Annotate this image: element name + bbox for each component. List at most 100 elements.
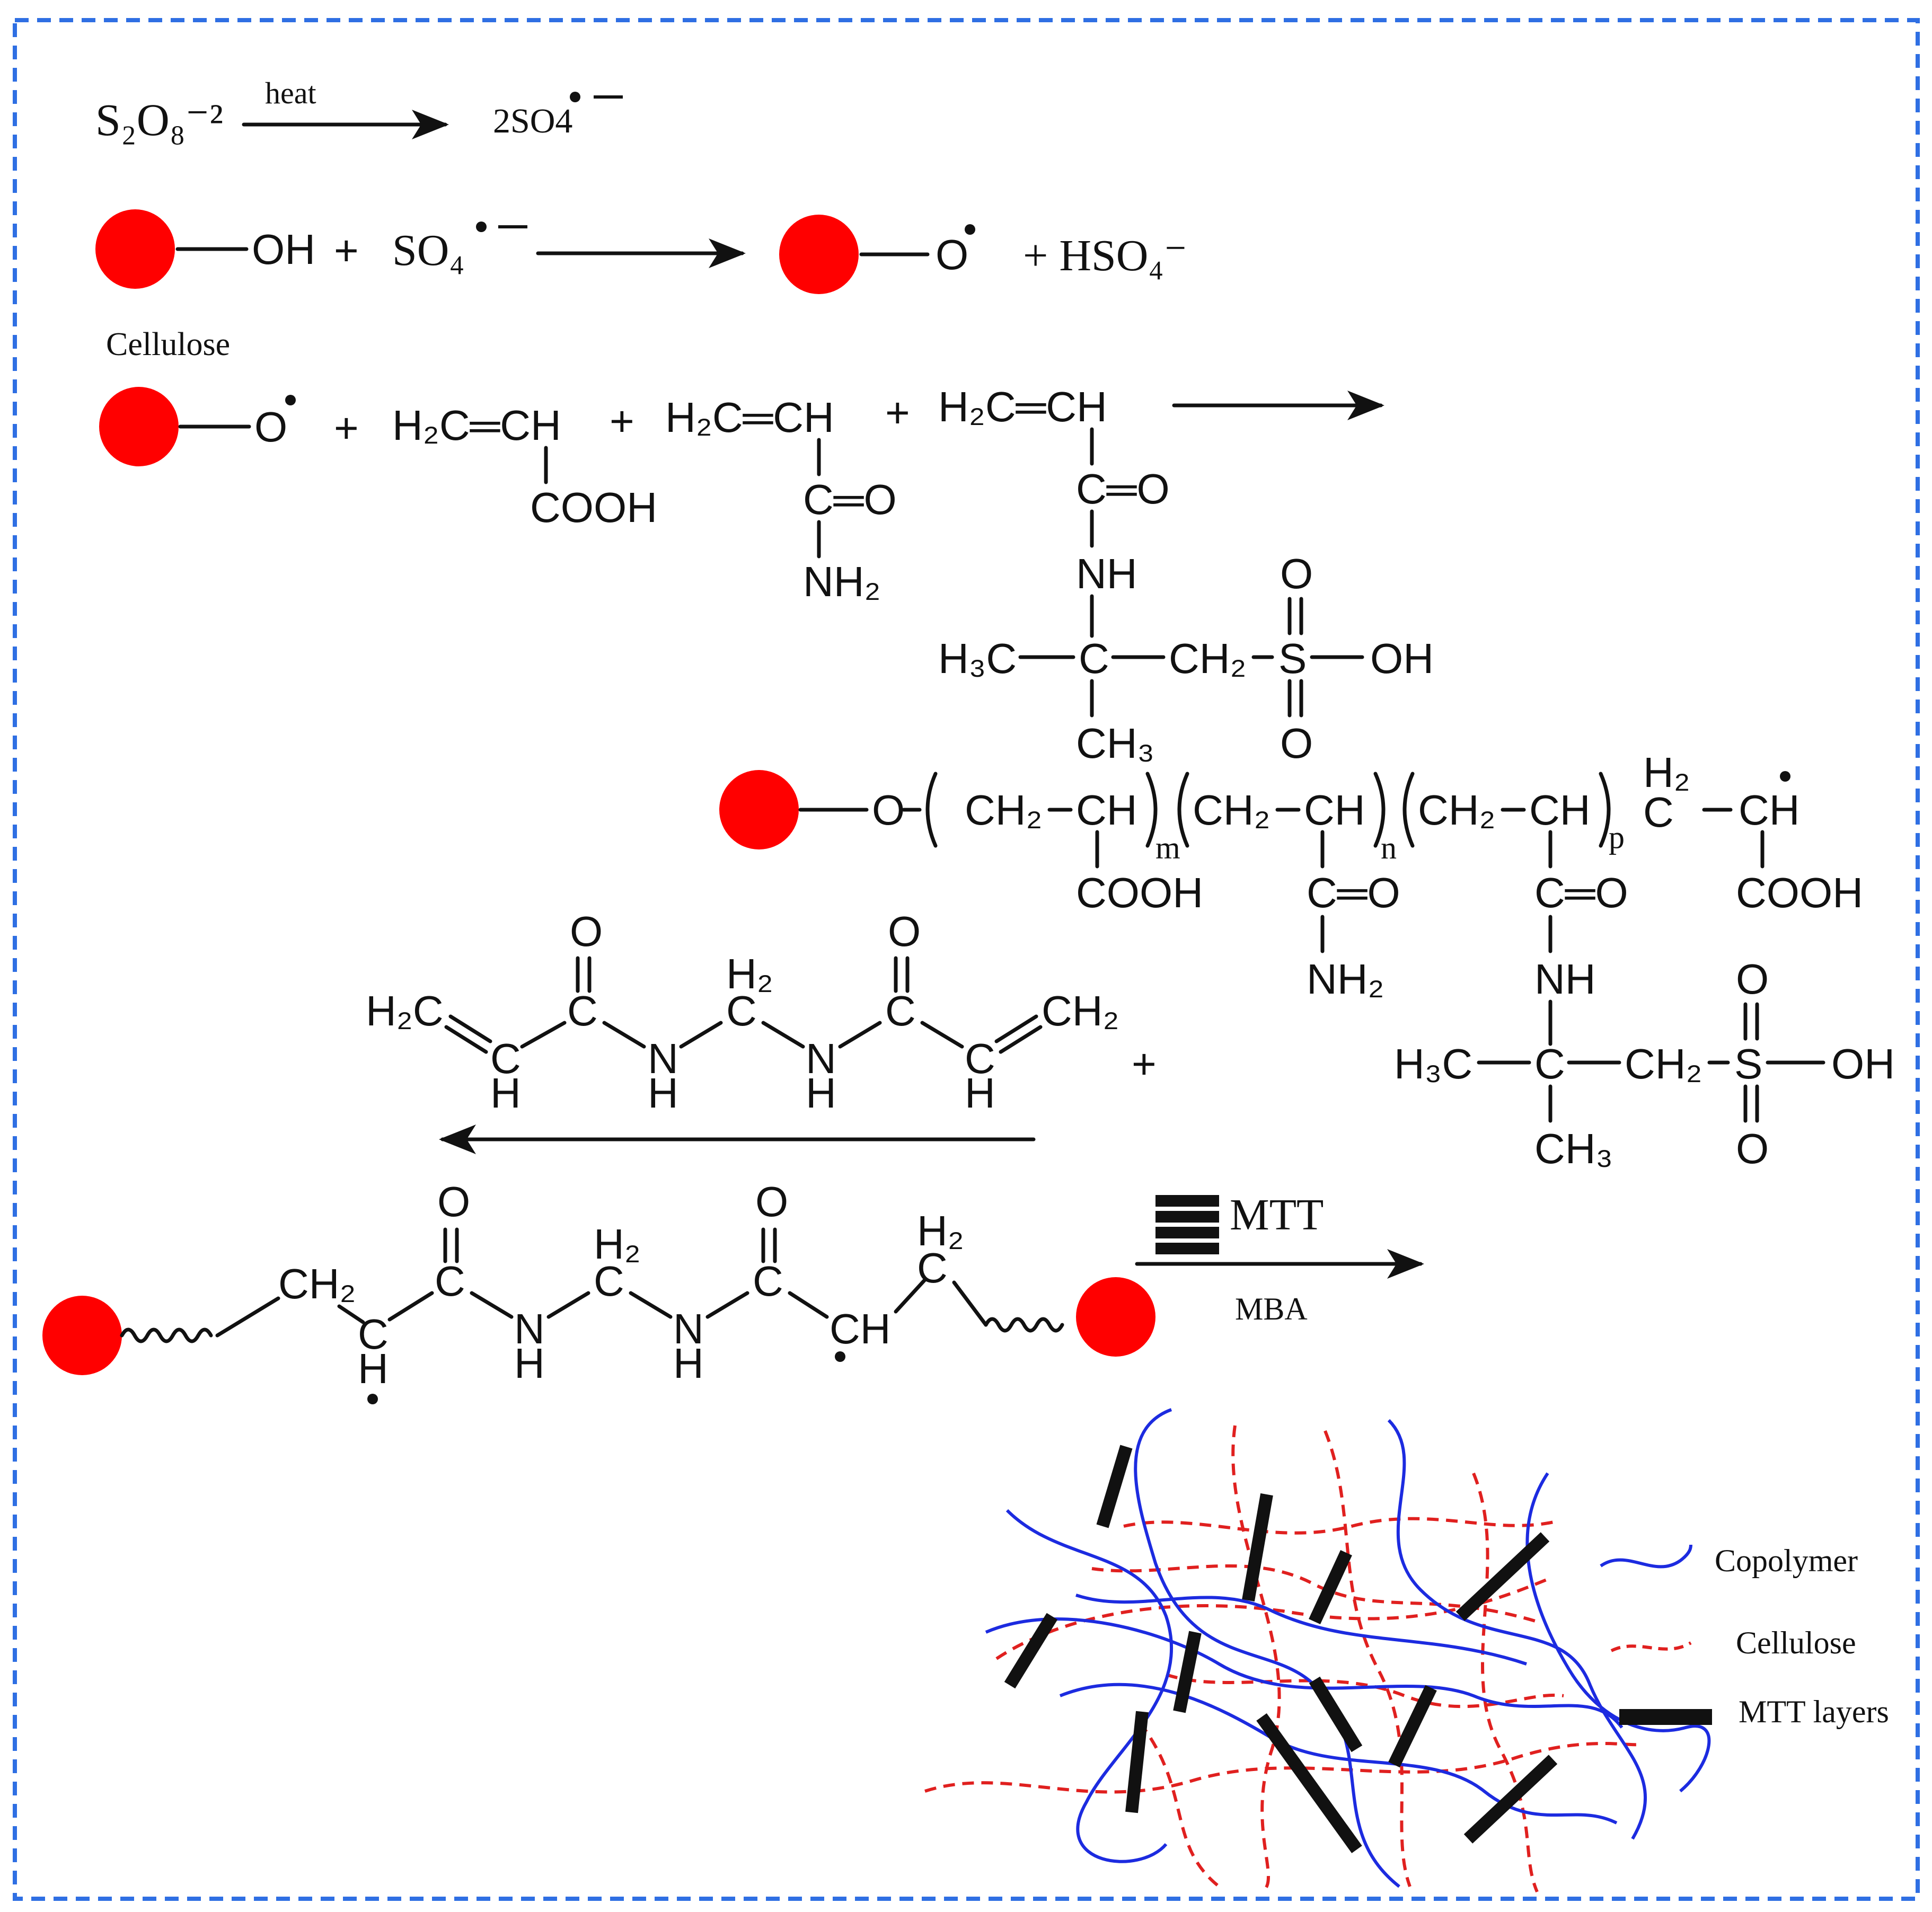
plus-sign: +	[885, 389, 910, 436]
mba-vinyl-left: H₂C	[366, 987, 444, 1034]
amps-oxygen-top: O	[1736, 955, 1769, 1003]
mtt-stack-icon	[1155, 1243, 1219, 1254]
bond	[788, 1291, 829, 1319]
ether-oxygen: O	[872, 786, 905, 834]
cellulose-ball	[1076, 1277, 1155, 1357]
cellulose-ball	[719, 770, 799, 849]
mtt-layer	[1388, 1685, 1437, 1768]
copolymer-chains	[985, 1408, 1711, 1888]
step4-grafted-copolymer: O CH₂ CH m COOH CH₂ CH n C═O NH₂ CH₂ CH …	[719, 749, 1895, 1172]
bond	[994, 1014, 1038, 1043]
amps-methyl-bottom: CH₃	[1076, 720, 1154, 767]
mtt-label: MTT	[1230, 1190, 1324, 1240]
mba-h: H	[965, 1069, 995, 1117]
crosslink-h-left: H	[358, 1345, 389, 1392]
crosslink-methylene-carbon: C	[594, 1258, 624, 1305]
radical-dot	[285, 395, 296, 405]
step3-monomers: O + H₂C═CH COOH + H₂C═CH C═O NH₂ + H₂C═C…	[99, 383, 1434, 767]
bond	[546, 1291, 590, 1319]
bracket-right-m	[1145, 772, 1158, 848]
cellulose-ball	[99, 387, 179, 466]
terminal-h2: H₂	[1643, 749, 1690, 796]
subscript-n: n	[1381, 830, 1397, 865]
cellulose-ball	[95, 209, 175, 289]
persulfate-formula: S₂O₈⁻²	[95, 94, 223, 145]
acrylamide-carbonyl: C═O	[803, 476, 897, 523]
cellulose-chains	[924, 1425, 1644, 1893]
mba-methylene-h2: H₂	[726, 950, 773, 997]
bond	[520, 1021, 567, 1049]
bond	[952, 1280, 988, 1327]
mtt-layers	[1004, 1445, 1558, 1854]
crosslink-carbon-right: C	[917, 1244, 948, 1291]
bond	[602, 1021, 646, 1049]
acrylamide-amine: NH₂	[1307, 955, 1384, 1003]
mba-h: H	[490, 1069, 521, 1117]
chain-methylene-n: CH₂	[1193, 786, 1271, 834]
mtt-layer	[1242, 1493, 1273, 1602]
acrylic-acid-cooh: COOH	[530, 484, 657, 531]
wavy-bond	[984, 1317, 1064, 1333]
terminal-carbon: C	[1643, 789, 1674, 836]
legend-swatch-mtt	[1619, 1709, 1712, 1725]
chain-methine-m: CH	[1076, 786, 1137, 834]
step2-initiation: OH + SO₄ O + HSO₄⁻ Cellulose	[95, 209, 1187, 362]
bond	[444, 1025, 488, 1054]
crosslink-carbon-left: C	[358, 1311, 389, 1358]
amps-carbonyl: C═O	[1076, 465, 1170, 512]
bond	[629, 1291, 673, 1319]
mba-methylene-carbon: C	[726, 987, 757, 1034]
bracket-left-m	[925, 772, 938, 848]
hydroxyl-label: OH	[252, 226, 315, 273]
crosslink-methylene-h2: H₂	[594, 1220, 641, 1268]
amps-carbonyl: C═O	[1534, 869, 1628, 916]
crosslink-nitrogen-left: N	[514, 1305, 545, 1352]
crosslink-nh-right: H	[673, 1340, 704, 1387]
legend-swatch-cellulose	[1610, 1641, 1692, 1652]
amps-hydroxyl: OH	[1370, 635, 1434, 682]
amps-methylene: CH₂	[1169, 635, 1247, 682]
mtt-layer	[1309, 1676, 1363, 1752]
mtt-layer	[1455, 1532, 1550, 1621]
plus-sign: +	[334, 404, 359, 452]
mba-nitrogen-left: N	[648, 1035, 678, 1082]
radical-dot	[367, 1394, 378, 1404]
radical-dot	[570, 92, 580, 102]
acrylamide-carbonyl: C═O	[1307, 869, 1400, 916]
radical-dot	[1780, 771, 1790, 782]
hydrogel-network	[924, 1408, 1711, 1893]
crosslink-oxygen-left: O	[437, 1178, 470, 1225]
bracket-right-p	[1599, 772, 1611, 848]
bond	[337, 1304, 365, 1324]
acrylamide-amine: NH₂	[803, 558, 881, 605]
mtt-stack-icon	[1155, 1211, 1219, 1223]
mba-label: MBA	[1235, 1291, 1308, 1326]
step1-persulfate-decomposition: S₂O₈⁻² heat 2SO4	[95, 76, 623, 145]
bond	[838, 1021, 882, 1049]
bond	[387, 1291, 434, 1322]
mba-nitrogen-right: N	[806, 1035, 836, 1082]
mba-alkene-carbon-left: C	[490, 1035, 521, 1082]
subscript-p: p	[1609, 820, 1625, 855]
sulfate-radical: SO₄	[392, 226, 465, 275]
mba-oxygen-left: O	[570, 908, 603, 955]
heat-label: heat	[265, 76, 316, 110]
mtt-layer	[1256, 1713, 1362, 1854]
crosslink-methylene-left: CH₂	[278, 1260, 356, 1307]
amps-vinyl: H₂C═CH	[938, 383, 1107, 430]
amps-hydroxyl: OH	[1831, 1040, 1895, 1087]
legend-label-copolymer: Copolymer	[1715, 1543, 1858, 1578]
chain-methylene-m: CH₂	[965, 786, 1043, 834]
radical-dot	[965, 224, 975, 235]
acrylamide-vinyl: H₂C═CH	[665, 394, 834, 441]
bond	[761, 1021, 805, 1049]
legend-label-cellulose: Cellulose	[1736, 1625, 1856, 1660]
crosslink-h2-right: H₂	[917, 1207, 964, 1254]
mba-vinyl-right: CH₂	[1042, 987, 1119, 1034]
acrylic-cooh: COOH	[1076, 869, 1203, 916]
amps-methyl: H₃C	[938, 635, 1017, 682]
acrylic-acid-vinyl: H₂C═CH	[392, 402, 561, 449]
amps-amide: NH	[1076, 550, 1137, 597]
bond	[894, 1278, 927, 1314]
